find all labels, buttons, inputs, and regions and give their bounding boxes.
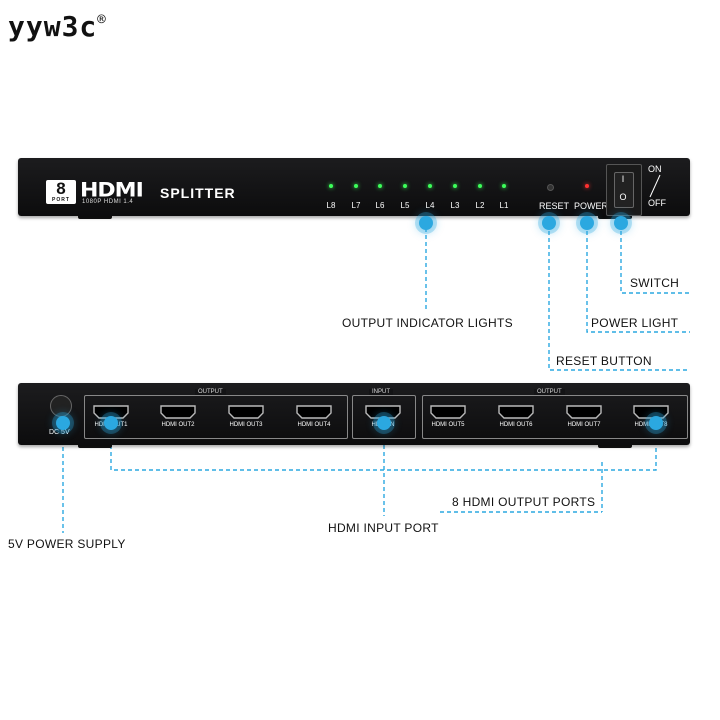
port-label-out3: HDMI OUT3 xyxy=(229,422,263,428)
hdmi-port-icon[interactable] xyxy=(228,405,264,419)
front-panel: 8 PORT HDMI 1080P HDMI 1.4 SPLITTER L8 L… xyxy=(18,158,690,216)
callout-dot-output-lights xyxy=(419,216,433,230)
led-l7 xyxy=(354,184,358,188)
callout-dot-output1 xyxy=(104,416,118,430)
switch-slash-icon xyxy=(649,174,661,198)
led-l8 xyxy=(329,184,333,188)
badge-text: PORT xyxy=(52,197,70,203)
led-label-l1: L1 xyxy=(499,201,509,210)
output-group-left xyxy=(84,395,348,439)
callout-reset-button: RESET BUTTON xyxy=(556,354,652,368)
hdmi-port-icon[interactable] xyxy=(566,405,602,419)
callout-dot-output8 xyxy=(649,416,663,430)
input-group xyxy=(352,395,416,439)
callout-switch: SWITCH xyxy=(630,276,680,290)
registered-mark: ® xyxy=(97,12,107,28)
hdmi-port-icon[interactable] xyxy=(93,405,129,419)
output-group-right-title: OUTPUT xyxy=(534,389,565,395)
dc-jack[interactable] xyxy=(50,395,72,417)
badge-number: 8 xyxy=(56,179,66,198)
led-label-l6: L6 xyxy=(375,201,385,210)
dc-label: DC 5V xyxy=(49,429,70,436)
callout-dot-power-light xyxy=(580,216,594,230)
callout-power-supply: 5V POWER SUPPLY xyxy=(8,537,126,551)
led-l3 xyxy=(453,184,457,188)
led-label-l8: L8 xyxy=(326,201,336,210)
power-switch[interactable] xyxy=(614,172,634,208)
hdmi-logo: HDMI xyxy=(80,179,144,202)
brand-logo: yyw3c® xyxy=(8,10,107,43)
back-panel: DC 5V OUTPUT INPUT OUTPUT HDMI OUT1 HDMI… xyxy=(18,383,690,445)
callout-output-ports: 8 HDMI OUTPUT PORTS xyxy=(452,495,596,509)
callout-dot-switch xyxy=(614,216,628,230)
led-l1 xyxy=(502,184,506,188)
callout-power-light: POWER LIGHT xyxy=(591,316,679,330)
callout-dot-input xyxy=(377,416,391,430)
line-switch xyxy=(620,224,690,294)
switch-on-glyph: I xyxy=(621,174,625,184)
hdmi-port-icon[interactable] xyxy=(498,405,534,419)
callout-dot-reset xyxy=(542,216,556,230)
front-foot-left xyxy=(78,213,112,219)
hdmi-port-icon[interactable] xyxy=(633,405,669,419)
led-l2 xyxy=(478,184,482,188)
hdmi-port-icon[interactable] xyxy=(430,405,466,419)
port-label-out2: HDMI OUT2 xyxy=(161,422,195,428)
led-l5 xyxy=(403,184,407,188)
power-led xyxy=(585,184,589,188)
front-foot-right xyxy=(598,213,632,219)
brand-name: yyw3c xyxy=(8,10,98,43)
power-label: POWER xyxy=(574,201,609,211)
led-label-l4: L4 xyxy=(425,201,435,210)
led-l6 xyxy=(378,184,382,188)
reset-button[interactable] xyxy=(547,184,554,191)
switch-off-label: OFF xyxy=(648,198,666,208)
port-label-out6: HDMI OUT6 xyxy=(499,422,533,428)
led-label-l5: L5 xyxy=(400,201,410,210)
line-power-light xyxy=(586,224,690,333)
port-badge: 8 PORT xyxy=(46,179,76,204)
led-label-l2: L2 xyxy=(475,201,485,210)
callout-dot-power-supply xyxy=(56,416,70,430)
callout-output-lights: OUTPUT INDICATOR LIGHTS xyxy=(342,316,513,330)
callout-input-port: HDMI INPUT PORT xyxy=(328,521,439,535)
reset-label: RESET xyxy=(539,201,570,211)
output-group-right xyxy=(422,395,688,439)
back-foot-left xyxy=(78,442,112,448)
output-group-left-title: OUTPUT xyxy=(195,389,226,395)
hdmi-subtitle: 1080P HDMI 1.4 xyxy=(82,199,134,205)
led-label-l3: L3 xyxy=(450,201,460,210)
hdmi-port-icon[interactable] xyxy=(365,405,401,419)
hdmi-port-icon[interactable] xyxy=(296,405,332,419)
led-l4 xyxy=(428,184,432,188)
back-foot-right xyxy=(598,442,632,448)
hdmi-port-icon[interactable] xyxy=(160,405,196,419)
product-title: SPLITTER xyxy=(160,185,236,201)
switch-off-glyph: O xyxy=(619,192,627,202)
port-label-out5: HDMI OUT5 xyxy=(431,422,465,428)
input-group-title: INPUT xyxy=(369,389,393,395)
port-label-out7: HDMI OUT7 xyxy=(567,422,601,428)
led-label-l7: L7 xyxy=(351,201,361,210)
port-label-out4: HDMI OUT4 xyxy=(297,422,331,428)
line-reset xyxy=(548,224,690,371)
switch-on-label: ON xyxy=(648,164,662,174)
